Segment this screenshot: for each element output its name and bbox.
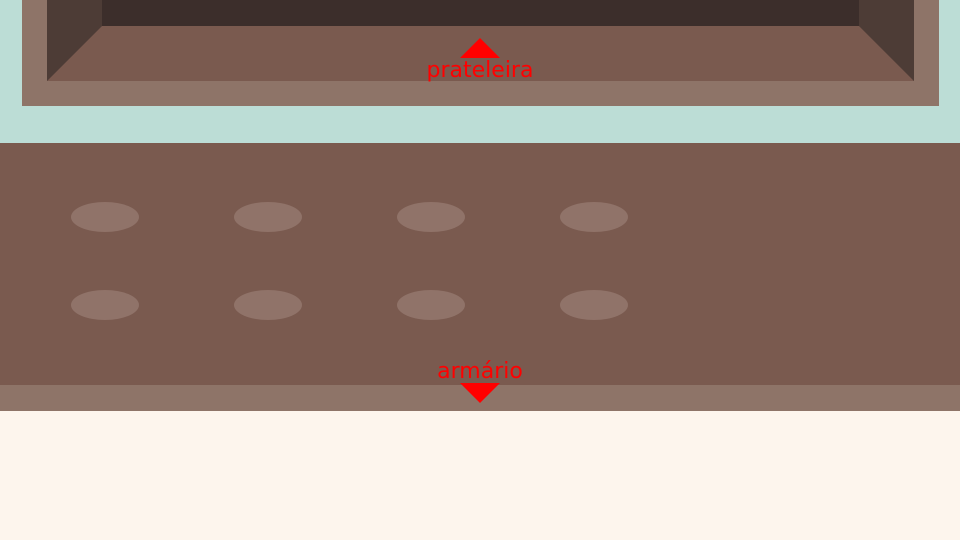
cabinet-knob[interactable]: [560, 290, 628, 320]
shelf-right-side: [859, 0, 914, 81]
arrow-up-icon[interactable]: [460, 38, 500, 58]
cabinet-knob[interactable]: [234, 290, 302, 320]
nav-down-label[interactable]: armário: [437, 359, 523, 384]
shelf-left-side: [47, 0, 102, 81]
cabinet-knob[interactable]: [560, 202, 628, 232]
cabinet-knob[interactable]: [397, 202, 465, 232]
arrow-down-icon[interactable]: [460, 383, 500, 403]
cabinet-knob[interactable]: [397, 290, 465, 320]
cabinet-knob[interactable]: [234, 202, 302, 232]
nav-up-label[interactable]: prateleira: [426, 58, 534, 83]
cabinet-knob[interactable]: [71, 202, 139, 232]
floor: [0, 411, 960, 540]
cabinet[interactable]: [0, 143, 960, 385]
cabinet-knob[interactable]: [71, 290, 139, 320]
